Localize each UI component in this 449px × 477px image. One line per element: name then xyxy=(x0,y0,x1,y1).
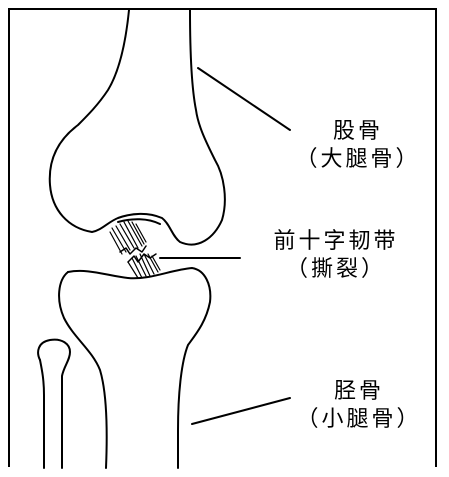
femur-bone xyxy=(50,10,225,245)
acl-label: 前十字韧带 （撕裂） xyxy=(246,228,426,284)
tibia-bone xyxy=(68,268,210,468)
tibia-label: 胫骨 （小腿骨） xyxy=(289,378,429,434)
acl-upper-fibers xyxy=(110,221,146,254)
fibula-bone-left xyxy=(40,360,44,468)
femur-label: 股骨 （大腿骨） xyxy=(293,118,423,174)
femur-label-common-name: （大腿骨） xyxy=(293,146,423,174)
acl-label-name: 前十字韧带 xyxy=(246,228,426,256)
tibia-label-name: 胫骨 xyxy=(289,378,429,406)
tibia-leader-line xyxy=(192,398,290,424)
femur-label-name: 股骨 xyxy=(293,118,423,146)
acl-label-status: （撕裂） xyxy=(246,256,426,284)
fibula-bone xyxy=(38,340,70,468)
tibia-label-common-name: （小腿骨） xyxy=(289,406,429,434)
tibia-bone-left xyxy=(59,272,107,468)
femur-leader-line xyxy=(198,68,290,130)
